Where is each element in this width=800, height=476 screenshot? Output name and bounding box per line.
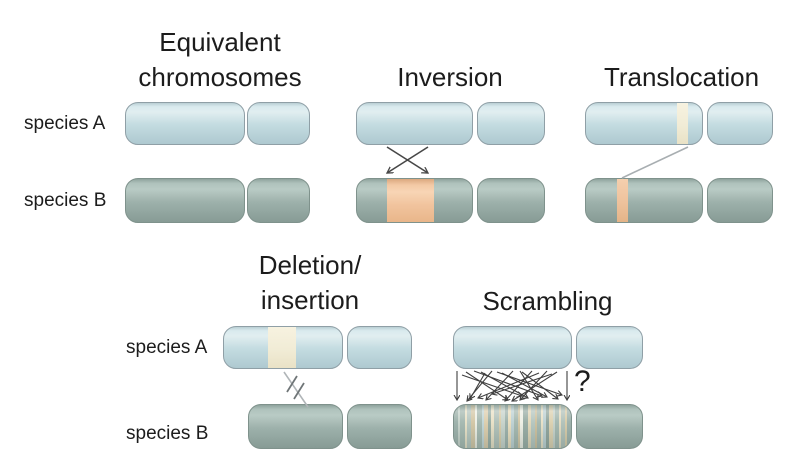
inverted-region-band [387, 179, 434, 222]
inversion-speciesA-short-segment [477, 102, 545, 145]
translocation-speciesB-long-segment [585, 178, 703, 223]
deletion-speciesA-long-segment [223, 326, 343, 369]
label-species-b-row2: species B [126, 423, 209, 444]
scrambling-speciesB-short-segment [576, 404, 643, 449]
translocation-speciesA-short-segment [707, 102, 773, 145]
translocated-band-speciesB [617, 179, 628, 222]
scramble-arrows-icon [450, 370, 574, 405]
title-scrambling: Scrambling [482, 286, 613, 316]
inversion-cross-arrows-icon [376, 146, 438, 179]
question-mark: ? [574, 365, 591, 398]
title-equivalent-line1: Equivalent [159, 27, 281, 57]
scrambled-stripes [454, 405, 571, 448]
scrambling-speciesB-long-segment [453, 404, 572, 449]
equivalent-speciesA-short-segment [247, 102, 310, 145]
deletion-speciesA-short-segment [347, 326, 412, 369]
title-equivalent-line2: chromosomes [138, 62, 302, 92]
scrambling-speciesA-short-segment [576, 326, 643, 369]
title-inversion: Inversion [397, 62, 503, 92]
label-species-b-row1: species B [24, 190, 107, 211]
scrambling-speciesA-long-segment [453, 326, 572, 369]
cylinder-shade-overlay [454, 405, 571, 448]
title-deletion-line1: Deletion/ [258, 250, 362, 280]
inversion-speciesB-long-segment [356, 178, 473, 223]
translocation-connector-line [621, 146, 689, 179]
translocated-band-speciesA [677, 103, 688, 144]
label-species-a-row2: species A [126, 337, 208, 358]
deletion-speciesB-long-segment [248, 404, 343, 449]
title-equivalent-chromosomes: Equivalent chromosomes [100, 25, 340, 95]
equivalent-speciesA-long-segment [125, 102, 245, 145]
inversion-speciesB-short-segment [477, 178, 545, 223]
deleted-inserted-band [268, 327, 296, 368]
translocation-speciesB-short-segment [707, 178, 773, 223]
title-translocation: Translocation [603, 62, 760, 92]
equivalent-speciesB-long-segment [125, 178, 245, 223]
broken-connector-icon [283, 371, 309, 408]
title-deletion-line2: insertion [260, 285, 360, 315]
title-deletion-insertion: Deletion/ insertion [220, 248, 400, 318]
deletion-speciesB-short-segment [347, 404, 412, 449]
inversion-speciesA-long-segment [356, 102, 473, 145]
label-species-a-row1: species A [24, 113, 106, 134]
translocation-speciesA-long-segment [585, 102, 703, 145]
equivalent-speciesB-short-segment [247, 178, 310, 223]
